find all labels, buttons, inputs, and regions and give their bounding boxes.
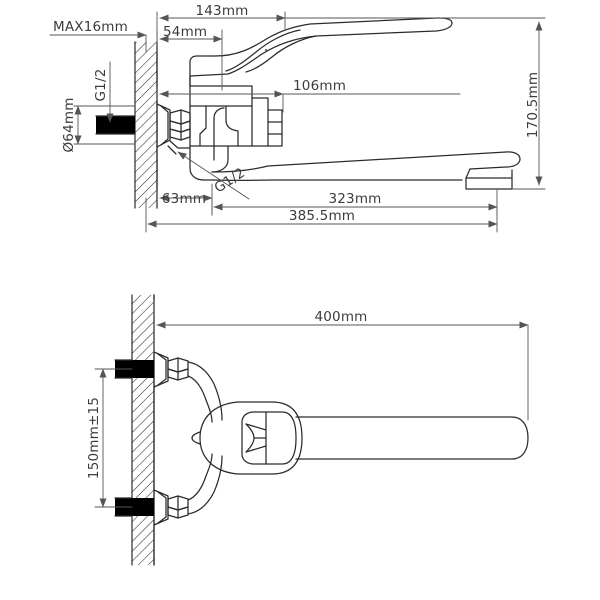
dim-flange-diameter: [73, 105, 136, 145]
wall-inlet-lower-front: [114, 489, 189, 526]
mixer-body-top: [167, 17, 453, 181]
label-spout-length: 323mm: [328, 191, 381, 207]
label-body-height: 143mm: [195, 3, 248, 19]
label-thread-lower: G1/2: [212, 165, 248, 196]
inlet-pipe-fill: [96, 116, 135, 134]
dim-spout-offset: [156, 29, 223, 91]
label-body-depth: 106mm: [293, 78, 346, 94]
label-total-reach: 385.5mm: [289, 208, 355, 224]
wall-section-top: [134, 41, 158, 209]
dim-max-wall: [49, 31, 147, 53]
label-max-wall: MAX16mm: [53, 19, 128, 35]
long-spout-front: [295, 416, 529, 460]
dimension-labels: MAX16mm 143mm 54mm 106mm 170.5mm Ø64mm G…: [53, 3, 541, 479]
dim-body-depth: [156, 87, 461, 113]
leader-thread-lower: [177, 151, 250, 200]
wall-section-bottom: [131, 294, 155, 566]
dim-vertical-height: [284, 17, 546, 190]
mixer-body-front: [187, 361, 303, 515]
dim-inlet-spacing: [94, 368, 133, 508]
dim-front-total-length: [153, 299, 529, 421]
label-front-total-length: 400mm: [314, 309, 367, 325]
long-spout-top: [211, 151, 521, 190]
label-wall-to-body: 63mm: [162, 191, 206, 207]
label-flange-diameter: Ø64mm: [61, 97, 77, 152]
label-thread-upper: G1/2: [93, 69, 109, 102]
label-spout-offset: 54mm: [163, 24, 207, 40]
dim-total-reach: [145, 197, 498, 233]
dimensions-bottom-view: [94, 299, 529, 508]
dimensions-top-view: [49, 11, 546, 233]
wall-inlet-upper-front: [114, 351, 189, 388]
label-inlet-spacing: 150mm±15: [86, 397, 102, 479]
label-vertical-height: 170.5mm: [525, 72, 541, 138]
